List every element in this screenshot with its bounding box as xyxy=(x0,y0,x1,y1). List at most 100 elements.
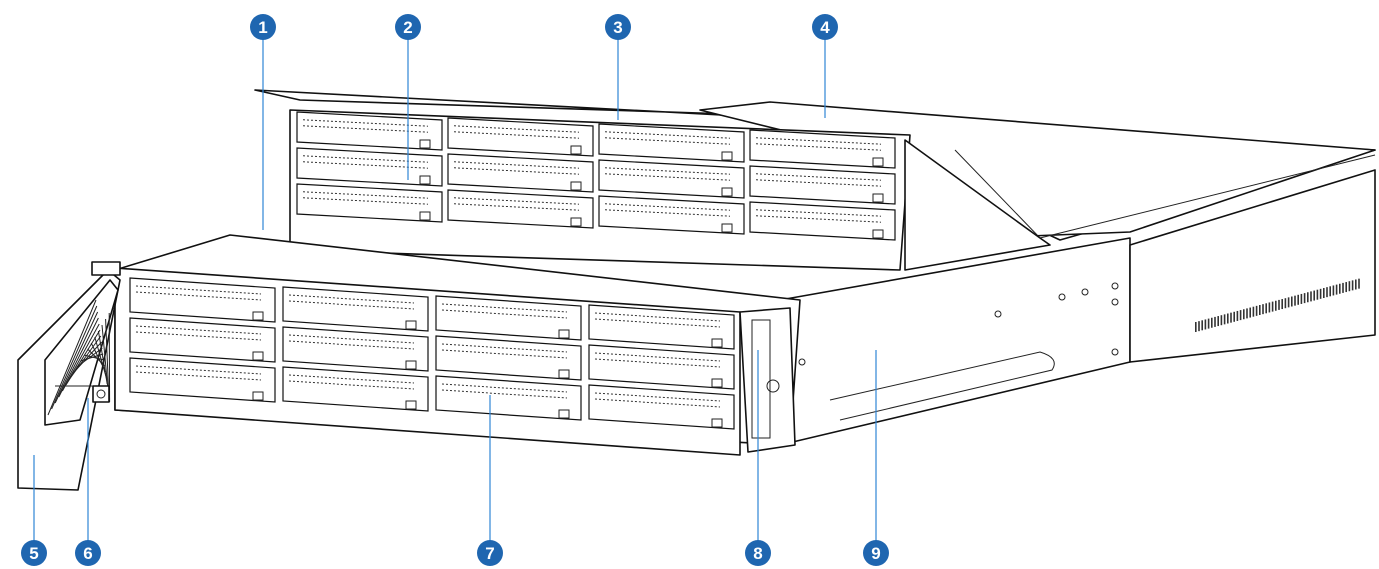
drive-tray xyxy=(447,189,594,229)
tray-vent-row xyxy=(604,209,731,217)
tray-vent-row xyxy=(302,155,429,163)
tray-vent-row xyxy=(441,343,568,353)
tray-latch xyxy=(419,211,431,221)
tray-vent-row xyxy=(755,137,882,145)
callout-4: 4 xyxy=(812,14,838,40)
side-rail xyxy=(779,169,1376,446)
drive-tray xyxy=(296,111,443,151)
drive-tray xyxy=(598,195,745,235)
tray-vent-row xyxy=(755,209,882,217)
tray-vent-row xyxy=(604,131,731,139)
tray-vent-row xyxy=(453,203,580,211)
drive-tray xyxy=(749,129,896,169)
callout-4-label: 4 xyxy=(820,18,830,37)
tray-latch xyxy=(721,223,733,233)
tray-vent-row xyxy=(604,203,731,211)
tray-latch xyxy=(558,369,570,379)
tray-vent-row xyxy=(441,349,568,359)
tray-latch xyxy=(721,187,733,197)
tray-vent-row xyxy=(302,125,429,133)
callout-1: 1 xyxy=(250,14,276,40)
front-bezel-door xyxy=(17,261,121,491)
tray-vent-row xyxy=(288,294,415,304)
tray-vent-row xyxy=(604,137,731,145)
drive-tray xyxy=(447,117,594,157)
tray-vent-row xyxy=(135,285,262,295)
drive-tray xyxy=(588,384,735,430)
tray-vent-row xyxy=(288,334,415,344)
tray-vent-row xyxy=(288,340,415,350)
drive-tray xyxy=(598,159,745,199)
tray-latch xyxy=(711,418,723,428)
tray-latch xyxy=(252,391,264,401)
tray-vent-row xyxy=(135,325,262,335)
leader-lines xyxy=(33,38,877,543)
drive-tray xyxy=(749,165,896,205)
tray-latch xyxy=(570,145,582,155)
tray-latch xyxy=(252,311,264,321)
drive-tray xyxy=(588,344,735,390)
tray-latch xyxy=(711,378,723,388)
tray-latch xyxy=(405,400,417,410)
callout-6-label: 6 xyxy=(83,544,92,563)
tray-vent-row xyxy=(594,358,721,368)
callout-5-label: 5 xyxy=(29,544,38,563)
drive-tray xyxy=(435,375,582,421)
tray-latch xyxy=(872,229,884,239)
tray-vent-row xyxy=(453,125,580,133)
rear-drive-cage xyxy=(289,109,1051,271)
front-enclosure xyxy=(114,234,801,456)
tray-vent-row xyxy=(441,389,568,399)
tray-latch xyxy=(721,151,733,161)
right-rack-ear xyxy=(739,307,796,453)
callout-9-label: 9 xyxy=(871,544,880,563)
drive-tray xyxy=(588,304,735,350)
tray-vent-row xyxy=(594,352,721,362)
tray-latch xyxy=(419,175,431,185)
bezel-lock xyxy=(55,385,110,403)
tray-vent-row xyxy=(135,291,262,301)
drive-tray xyxy=(282,286,429,332)
tray-latch xyxy=(711,338,723,348)
tray-vent-row xyxy=(594,398,721,408)
tray-vent-row xyxy=(755,179,882,187)
drive-tray xyxy=(435,335,582,381)
tray-vent-row xyxy=(453,161,580,169)
tray-vent-row xyxy=(288,374,415,384)
tray-vent-row xyxy=(441,309,568,319)
tray-latch xyxy=(872,157,884,167)
callout-8-label: 8 xyxy=(753,544,762,563)
tray-latch xyxy=(405,320,417,330)
tray-vent-row xyxy=(453,167,580,175)
tray-vent-row xyxy=(441,383,568,393)
callout-5: 5 xyxy=(21,540,47,566)
tray-vent-row xyxy=(302,197,429,205)
tray-vent-row xyxy=(135,371,262,381)
drive-tray xyxy=(129,277,276,323)
drive-tray xyxy=(598,123,745,163)
tray-vent-row xyxy=(302,191,429,199)
tray-vent-row xyxy=(135,331,262,341)
callout-6: 6 xyxy=(75,540,101,566)
drive-tray xyxy=(129,317,276,363)
tray-vent-row xyxy=(755,173,882,181)
drive-tray xyxy=(296,147,443,187)
tray-vent-row xyxy=(594,392,721,402)
drive-tray xyxy=(435,295,582,341)
tray-vent-row xyxy=(302,119,429,127)
tray-vent-row xyxy=(594,312,721,322)
tray-vent-row xyxy=(288,380,415,390)
tray-vent-row xyxy=(302,161,429,169)
callout-2-label: 2 xyxy=(403,18,412,37)
tray-vent-row xyxy=(594,318,721,328)
tray-latch xyxy=(570,181,582,191)
tray-vent-row xyxy=(604,167,731,175)
tray-latch xyxy=(419,139,431,149)
tray-latch xyxy=(558,329,570,339)
tray-latch xyxy=(872,193,884,203)
tray-vent-row xyxy=(755,143,882,151)
tray-vent-row xyxy=(604,173,731,181)
callout-8: 8 xyxy=(745,540,771,566)
tray-vent-row xyxy=(755,215,882,223)
callout-2: 2 xyxy=(395,14,421,40)
